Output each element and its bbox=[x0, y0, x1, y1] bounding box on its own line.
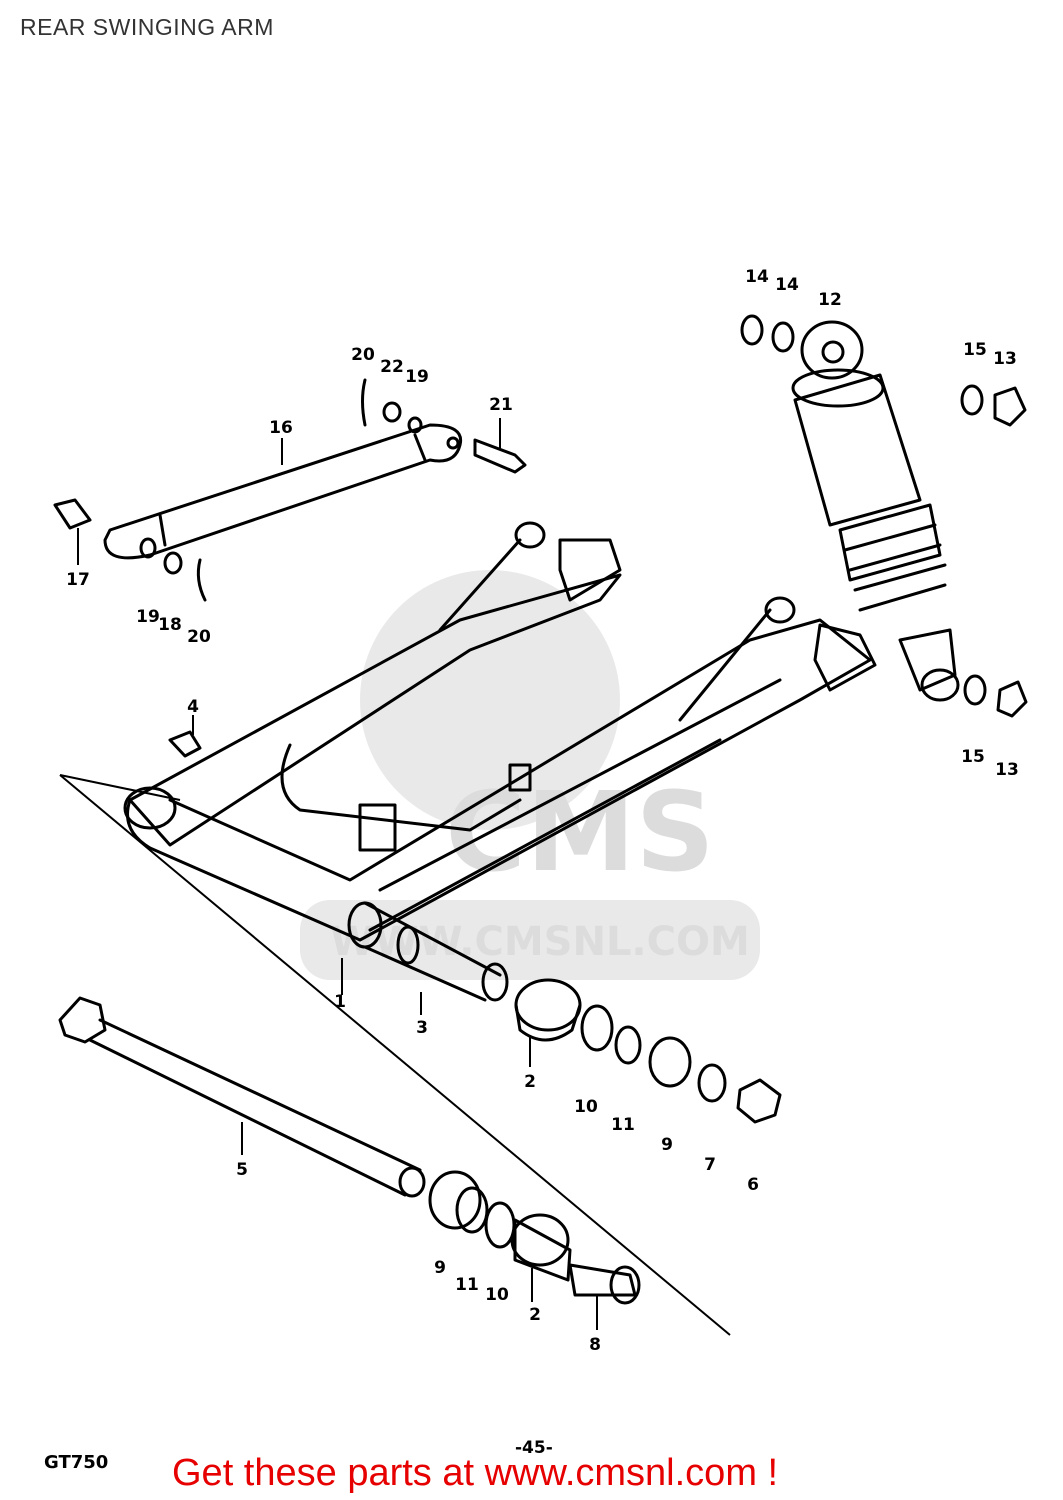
callout-12: 12 bbox=[818, 290, 842, 310]
watermark-logo-face bbox=[360, 570, 620, 830]
callout-4: 4 bbox=[187, 697, 199, 717]
pivot-spindle bbox=[58, 996, 426, 1198]
callout-9: 9 bbox=[661, 1135, 673, 1155]
callout-6: 6 bbox=[747, 1175, 759, 1195]
callout-11: 11 bbox=[455, 1275, 479, 1295]
callout-21: 21 bbox=[489, 395, 513, 415]
shock-hardware bbox=[740, 314, 1028, 718]
callout-13: 13 bbox=[993, 349, 1017, 369]
page-number: -45- bbox=[515, 1438, 553, 1458]
callout-14: 14 bbox=[745, 267, 769, 287]
watermark-logo-text: CMS bbox=[445, 768, 714, 896]
callouts: 1 2 2 3 4 5 6 7 8 9 9 10 10 11 11 12 13 … bbox=[66, 267, 1019, 1355]
callout-1: 1 bbox=[334, 992, 346, 1012]
guide-line-top bbox=[59, 774, 181, 801]
footer-link[interactable]: Get these parts at www.cmsnl.com ! bbox=[172, 1452, 779, 1494]
callout-2: 2 bbox=[524, 1072, 536, 1092]
callout-20: 20 bbox=[351, 345, 375, 365]
callout-16: 16 bbox=[269, 418, 293, 438]
callout-9: 9 bbox=[434, 1258, 446, 1278]
callout-17: 17 bbox=[66, 570, 90, 590]
callout-14: 14 bbox=[775, 275, 799, 295]
callout-19: 19 bbox=[405, 367, 429, 387]
leader-lines bbox=[77, 418, 598, 1330]
pivot-hardware bbox=[428, 978, 782, 1305]
callout-10: 10 bbox=[574, 1097, 598, 1117]
torque-link bbox=[103, 423, 463, 560]
callout-15: 15 bbox=[961, 747, 985, 767]
watermark: CMS WWW.CMSNL.COM bbox=[300, 570, 760, 980]
shock-absorber bbox=[791, 320, 960, 702]
callout-10: 10 bbox=[485, 1285, 509, 1305]
callout-3: 3 bbox=[416, 1018, 428, 1038]
callout-8: 8 bbox=[589, 1335, 601, 1355]
callout-2: 2 bbox=[529, 1305, 541, 1325]
callout-22: 22 bbox=[380, 357, 404, 377]
callout-19: 19 bbox=[136, 607, 160, 627]
small-parts bbox=[53, 378, 527, 758]
swingarm bbox=[123, 521, 877, 1002]
page-title: REAR SWINGING ARM bbox=[20, 14, 274, 40]
model-code: GT750 bbox=[44, 1452, 109, 1473]
callout-7: 7 bbox=[704, 1155, 716, 1175]
callout-11: 11 bbox=[611, 1115, 635, 1135]
guide-line bbox=[59, 774, 731, 1336]
callout-5: 5 bbox=[236, 1160, 248, 1180]
callout-15: 15 bbox=[963, 340, 987, 360]
callout-18: 18 bbox=[158, 615, 182, 635]
callout-20: 20 bbox=[187, 627, 211, 647]
callout-13: 13 bbox=[995, 760, 1019, 780]
